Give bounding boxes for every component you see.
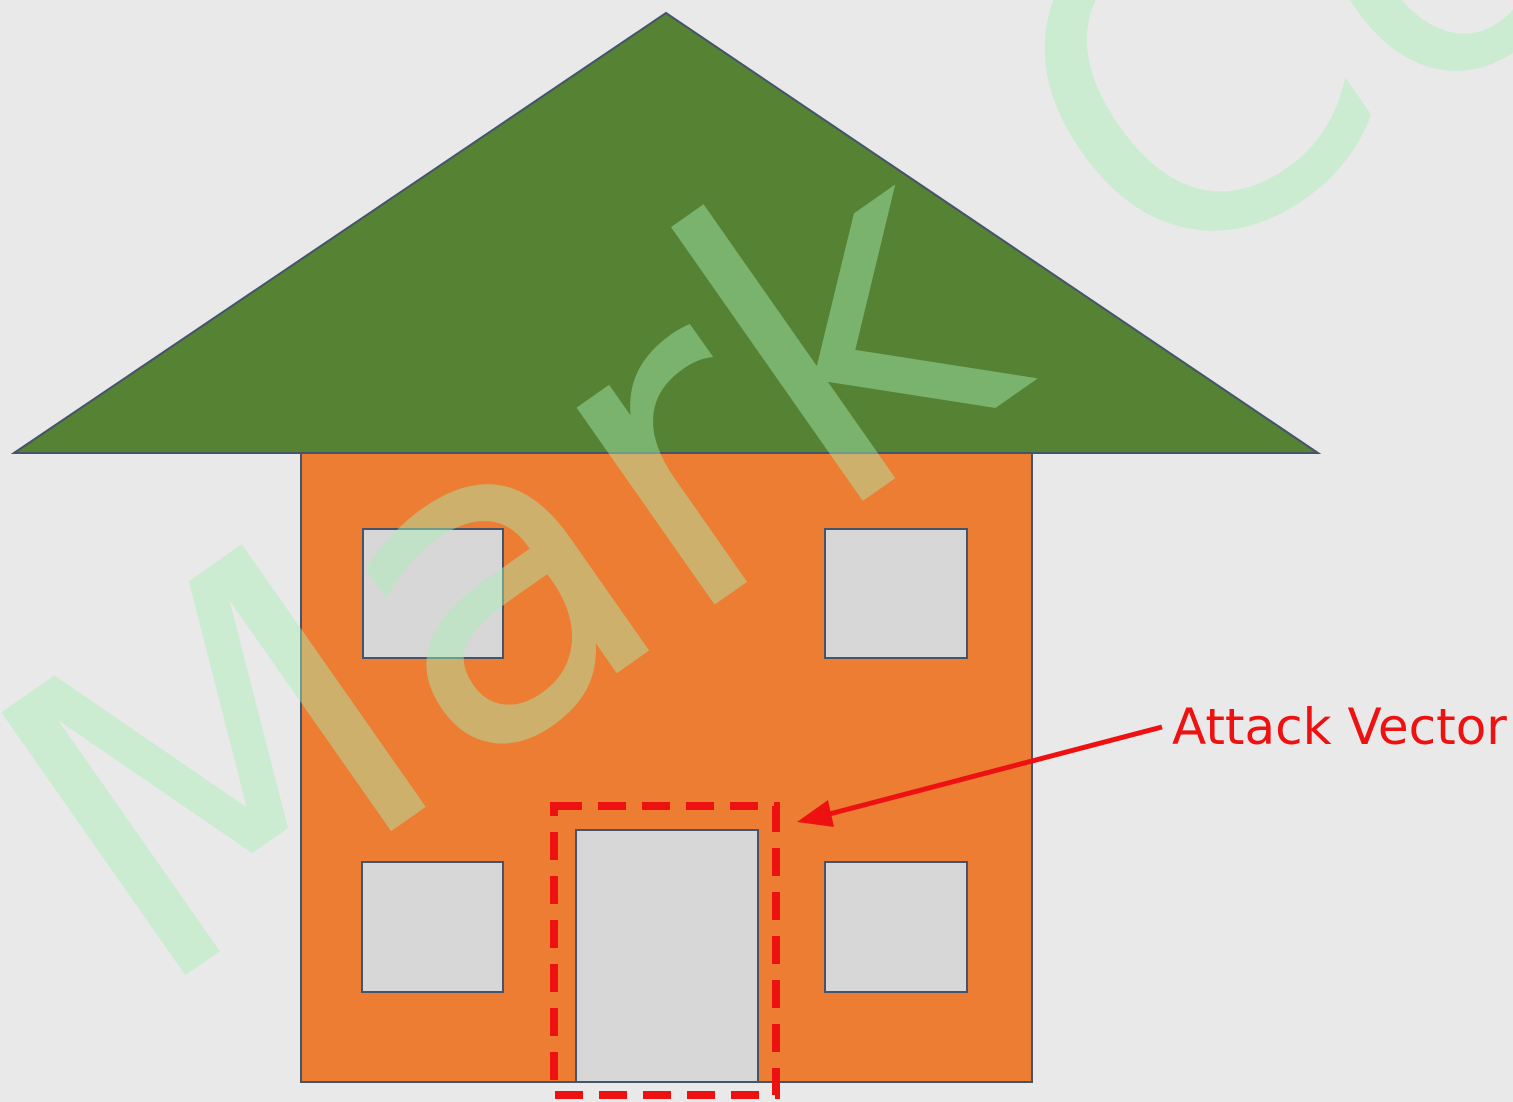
attack-vector-label: Attack Vector bbox=[1172, 698, 1507, 756]
window-bottom-right bbox=[825, 862, 967, 992]
house-door bbox=[576, 830, 758, 1082]
